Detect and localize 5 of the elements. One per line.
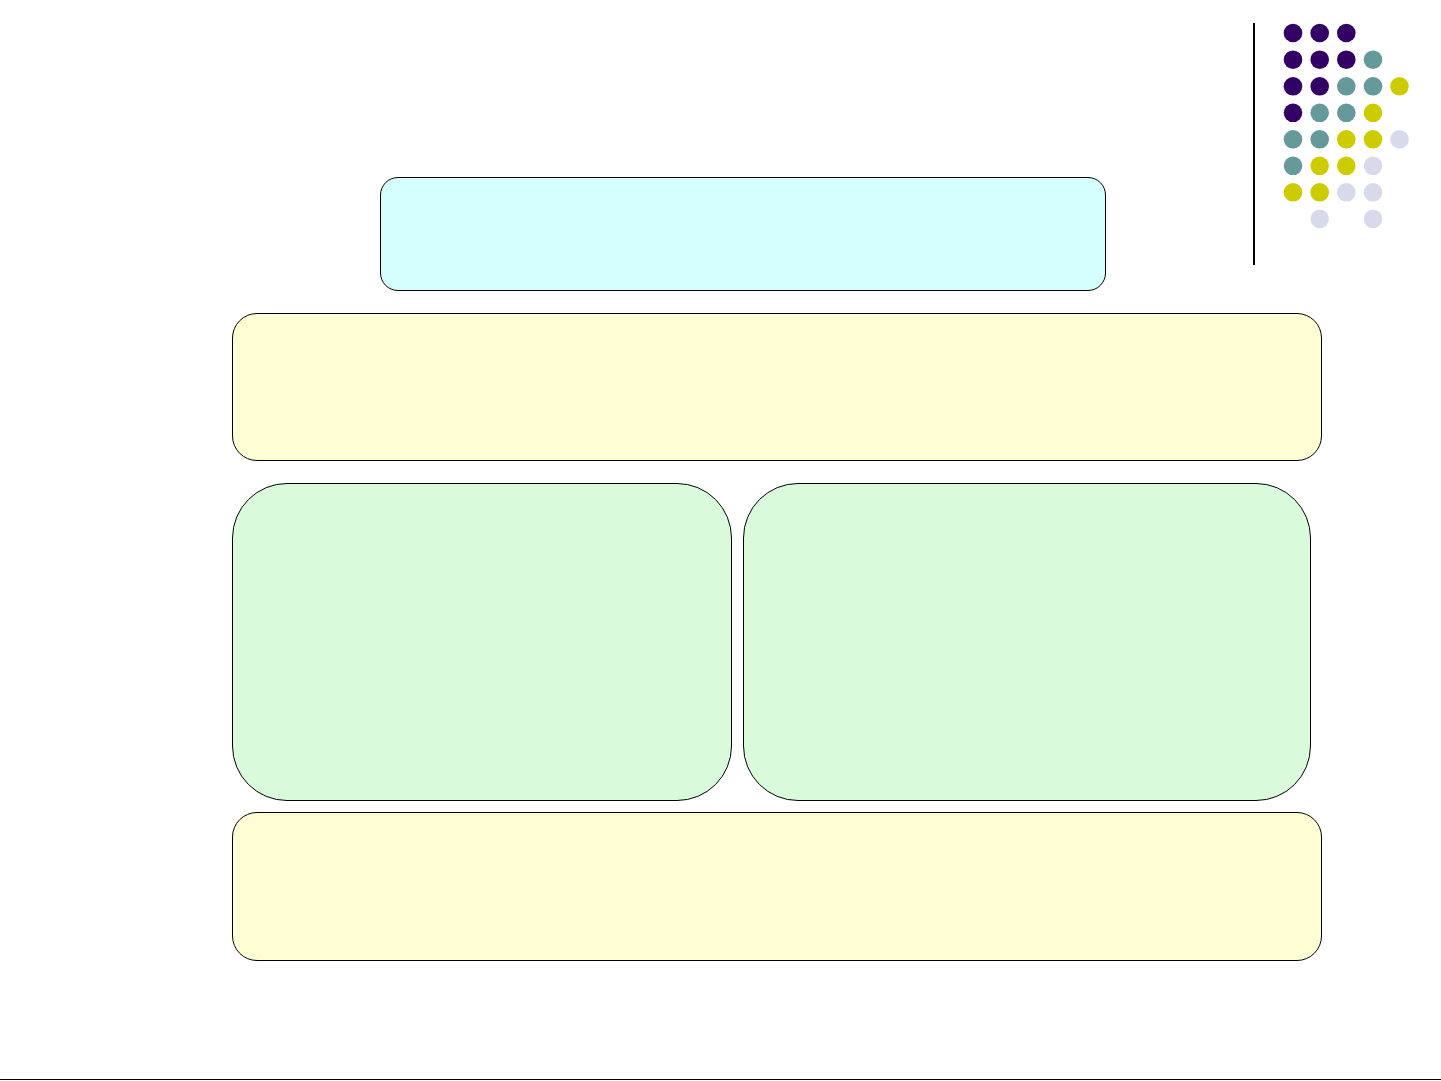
rounded-box — [743, 483, 1311, 801]
rounded-box — [232, 313, 1322, 461]
rounded-box — [380, 177, 1106, 291]
rounded-box — [232, 483, 732, 801]
rounded-box — [232, 812, 1322, 961]
